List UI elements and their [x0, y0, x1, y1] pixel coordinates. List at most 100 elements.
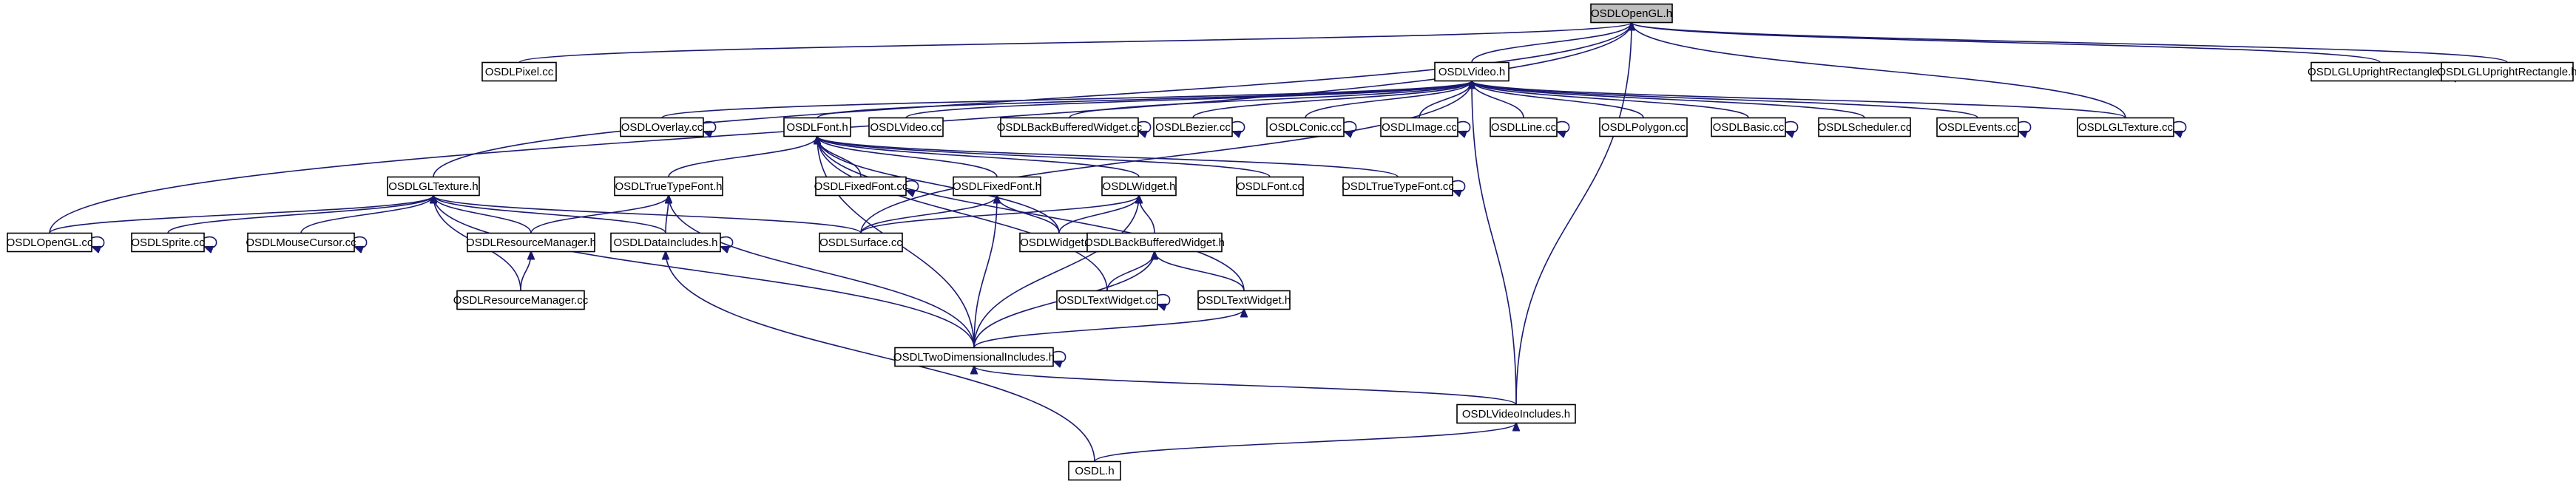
node-sprite-cc[interactable]: OSDLSprite.cc: [131, 232, 205, 253]
node-box[interactable]: [1068, 460, 1121, 481]
node-box[interactable]: [1000, 117, 1139, 137]
node-box[interactable]: [1197, 290, 1291, 310]
node-widget-cc[interactable]: OSDLWidget.cc: [1019, 232, 1099, 253]
edge-overlay-cc-to-video-h: [661, 81, 1472, 119]
node-twodim-h[interactable]: OSDLTwoDimensionalIncludes.h: [893, 347, 1055, 367]
node-box[interactable]: [2441, 61, 2574, 82]
edge-videoincludes-h-to-twodim-h: [974, 367, 1517, 406]
node-bezier-cc[interactable]: OSDLBezier.cc: [1153, 117, 1233, 137]
node-box[interactable]: [247, 232, 355, 253]
node-box[interactable]: [614, 176, 723, 197]
node-label: OSDLVideoIncludes.h: [1462, 408, 1570, 420]
node-box[interactable]: [610, 232, 721, 253]
self-loop-bezier-cc: [1232, 120, 1245, 133]
node-box[interactable]: [1711, 117, 1786, 137]
node-textwidget-cc[interactable]: OSDLTextWidget.cc: [1056, 290, 1158, 310]
node-ttfont-cc[interactable]: OSDLTrueTypeFont.cc: [1342, 176, 1454, 197]
self-loop-image-cc: [1458, 120, 1471, 133]
node-line-cc[interactable]: OSDLLine.cc: [1490, 117, 1558, 137]
node-videoincludes-h[interactable]: OSDLVideoIncludes.h: [1456, 403, 1576, 424]
node-box[interactable]: [1342, 176, 1453, 197]
node-widget-h[interactable]: OSDLWidget.h: [1101, 176, 1177, 197]
node-opengl-cc[interactable]: OSDLOpenGL.cc: [7, 232, 93, 253]
node-box[interactable]: [1456, 403, 1576, 424]
node-box[interactable]: [456, 290, 585, 310]
node-box[interactable]: [819, 232, 903, 253]
node-pixel-cc[interactable]: OSDLPixel.cc: [481, 61, 557, 82]
node-overlay-cc[interactable]: OSDLOverlay.cc: [620, 117, 704, 137]
node-video-h[interactable]: OSDLVideo.h: [1434, 61, 1510, 82]
node-box[interactable]: [1019, 232, 1099, 253]
edge-widget-h-to-font-h: [817, 137, 1140, 177]
edge-polygon-cc-to-video-h: [1472, 81, 1644, 118]
node-box[interactable]: [1236, 176, 1304, 197]
node-fixedfont-h[interactable]: OSDLFixedFont.h: [953, 176, 1041, 197]
node-gltexture-h[interactable]: OSDLGLTexture.h: [387, 176, 480, 197]
self-loop-mousecursor-cc: [354, 236, 368, 248]
node-box[interactable]: [1434, 61, 1510, 82]
node-box[interactable]: [7, 232, 92, 253]
node-box[interactable]: [481, 61, 557, 82]
node-scheduler-cc[interactable]: OSDLScheduler.cc: [1818, 117, 1912, 137]
node-box[interactable]: [1818, 117, 1911, 137]
node-box[interactable]: [467, 232, 595, 253]
node-label: OSDLVideo.cc: [871, 121, 942, 134]
edge-bezier-cc-to-video-h: [1192, 81, 1472, 118]
node-box[interactable]: [2310, 61, 2450, 82]
node-box[interactable]: [1153, 117, 1233, 137]
node-label: OSDLDataIncludes.h: [614, 236, 718, 249]
node-image-cc[interactable]: OSDLImage.cc: [1380, 117, 1458, 137]
self-loop-fixedfont-cc: [906, 180, 919, 192]
node-box[interactable]: [1936, 117, 2019, 137]
node-box[interactable]: [1086, 232, 1223, 253]
node-polygon-cc[interactable]: OSDLPolygon.cc: [1599, 117, 1688, 137]
node-box[interactable]: [131, 232, 205, 253]
node-ttfont-h[interactable]: OSDLTrueTypeFont.h: [614, 176, 723, 197]
node-box[interactable]: [1599, 117, 1688, 137]
node-mousecursor-cc[interactable]: OSDLMouseCursor.cc: [246, 232, 356, 253]
node-basic-cc[interactable]: OSDLBasic.cc: [1711, 117, 1786, 137]
node-font-cc[interactable]: OSDLFont.cc: [1236, 176, 1304, 197]
node-video-cc[interactable]: OSDLVideo.cc: [868, 117, 944, 137]
node-box[interactable]: [894, 347, 1054, 367]
node-box[interactable]: [1056, 290, 1158, 310]
node-font-h[interactable]: OSDLFont.h: [783, 117, 851, 137]
node-bbwidget-h[interactable]: OSDLBackBufferedWidget.h: [1084, 232, 1225, 253]
node-box[interactable]: [783, 117, 851, 137]
edge-bbwidget-h-to-widget-h: [1139, 196, 1155, 234]
node-label: OSDLBackBufferedWidget.cc: [997, 121, 1143, 134]
node-textwidget-h[interactable]: OSDLTextWidget.h: [1197, 290, 1291, 310]
node-box[interactable]: [1380, 117, 1458, 137]
edge-bbwidget-cc-to-video-h: [1069, 81, 1472, 119]
edge-textwidget-h-to-font-h: [817, 137, 1245, 291]
edge-ttfont-cc-to-font-h: [817, 137, 1399, 178]
node-box[interactable]: [1590, 3, 1673, 24]
node-resmgr-cc[interactable]: OSDLResourceManager.cc: [453, 290, 589, 310]
node-resmgr-h[interactable]: OSDLResourceManager.h: [466, 232, 596, 253]
node-glupright-cc[interactable]: OSDLGLUprightRectangle.cc: [2308, 61, 2452, 82]
node-dataincludes-h[interactable]: OSDLDataIncludes.h: [610, 232, 721, 253]
node-fixedfont-cc[interactable]: OSDLFixedFont.cc: [814, 176, 908, 197]
node-box[interactable]: [868, 117, 944, 137]
node-glupright-h[interactable]: OSDLGLUprightRectangle.h: [2437, 61, 2576, 82]
node-label: OSDLSprite.cc: [131, 236, 205, 249]
node-opengl-h[interactable]: OSDLOpenGL.h: [1590, 3, 1673, 24]
node-box[interactable]: [1266, 117, 1345, 137]
node-box[interactable]: [387, 176, 480, 197]
node-box[interactable]: [953, 176, 1041, 197]
node-box[interactable]: [620, 117, 704, 137]
node-bbwidget-cc[interactable]: OSDLBackBufferedWidget.cc: [997, 117, 1143, 137]
node-osdl-h[interactable]: OSDL.h: [1068, 460, 1121, 481]
node-conic-cc[interactable]: OSDLConic.cc: [1266, 117, 1345, 137]
node-box[interactable]: [815, 176, 907, 197]
node-label: OSDLBackBufferedWidget.h: [1084, 236, 1225, 249]
node-box[interactable]: [2077, 117, 2174, 137]
node-gltexture-cc[interactable]: OSDLGLTexture.cc: [2077, 117, 2174, 137]
node-box[interactable]: [1101, 176, 1177, 197]
node-label: OSDLConic.cc: [1269, 121, 1342, 134]
node-box[interactable]: [1490, 117, 1558, 137]
node-events-cc[interactable]: OSDLEvents.cc: [1936, 117, 2019, 137]
node-surface-cc[interactable]: OSDLSurface.cc: [819, 232, 903, 253]
edge-osdl-h-to-dataincludes-h: [666, 252, 1095, 462]
node-label: OSDLTrueTypeFont.h: [615, 180, 722, 193]
